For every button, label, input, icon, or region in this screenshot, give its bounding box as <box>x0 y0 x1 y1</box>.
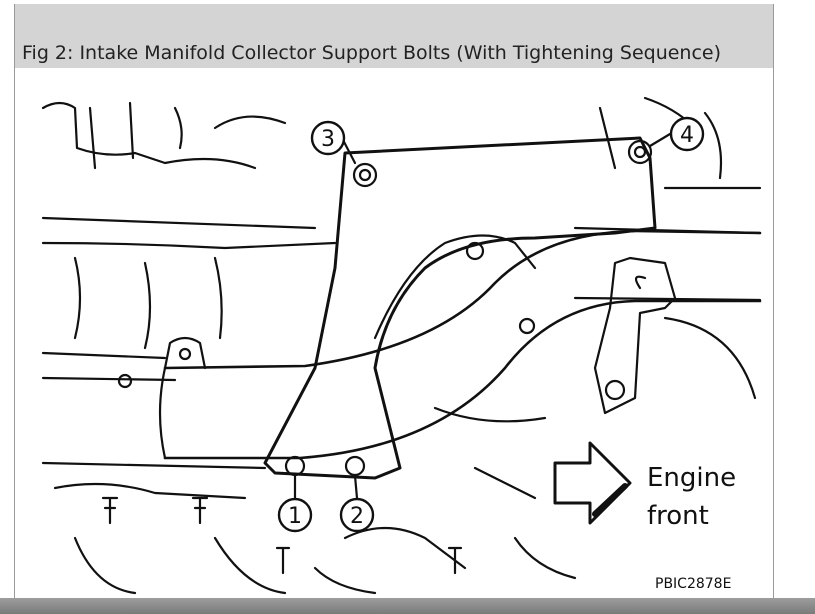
seq-label-3: 3 <box>321 127 335 152</box>
engine-outline-bottom <box>41 461 287 595</box>
stud-2 <box>191 496 209 525</box>
leader-4 <box>648 132 672 148</box>
engine-outline-low <box>41 351 177 382</box>
bolt-4-inner <box>633 145 647 159</box>
engine-outline-left <box>41 101 257 170</box>
engine-front-label-line1: Engine <box>647 463 736 493</box>
seq-label-2: 2 <box>350 504 364 529</box>
bolt-3 <box>352 162 378 188</box>
clip-bracket <box>593 256 677 415</box>
support-bracket <box>263 136 657 480</box>
figure-frame: Fig 2: Intake Manifold Collector Support… <box>14 4 774 598</box>
stud-1 <box>101 496 119 525</box>
engine-front-arrow-shadow <box>592 483 628 517</box>
seq-circle-3 <box>310 120 346 156</box>
engine-outline-mid <box>41 216 337 250</box>
seq-label-1: 1 <box>288 504 302 529</box>
bracket-inner <box>373 234 537 340</box>
stud-3 <box>275 546 291 575</box>
seq-label-4: 4 <box>680 123 694 148</box>
pipe-upper <box>163 229 762 370</box>
bottom-scroll-bar <box>0 598 815 614</box>
bolt-misc-3 <box>117 373 133 389</box>
engine-front-arrow <box>553 441 632 525</box>
pipe-tab-left <box>163 336 207 370</box>
caption-bar: Fig 2: Intake Manifold Collector Support… <box>15 4 773 68</box>
bolt-misc-2 <box>518 317 536 335</box>
clip-hook <box>634 275 647 290</box>
part-code: PBIC2878E <box>655 576 731 592</box>
seq-circle-2 <box>339 497 375 533</box>
pipe-lower <box>163 299 762 460</box>
engine-outline-right2 <box>573 226 762 400</box>
seq-circle-1 <box>277 497 313 533</box>
engine-outline-bottom2 <box>313 526 467 595</box>
pipe-tab-hole <box>178 347 192 361</box>
engine-outline-right <box>598 96 762 190</box>
engine-outline-right3 <box>433 406 577 580</box>
engine-outline-rib <box>73 256 223 350</box>
bolt-2 <box>344 455 366 477</box>
bolt-1 <box>284 455 306 477</box>
stud-4 <box>447 546 463 575</box>
engine-front-label-line2: front <box>647 501 709 531</box>
clip-bolt <box>604 379 626 401</box>
engine-diagram: 3 4 1 2 Engine front PBIC2878E <box>41 96 762 595</box>
bolt-misc-1 <box>465 241 485 261</box>
leader-2 <box>353 474 359 500</box>
pipe-end-cap <box>158 366 167 460</box>
bolt-3-inner <box>358 168 372 182</box>
figure-caption: Fig 2: Intake Manifold Collector Support… <box>22 42 722 64</box>
engine-outline-top-left <box>88 101 287 170</box>
bolt-4 <box>627 139 653 165</box>
seq-circle-4 <box>669 116 705 152</box>
